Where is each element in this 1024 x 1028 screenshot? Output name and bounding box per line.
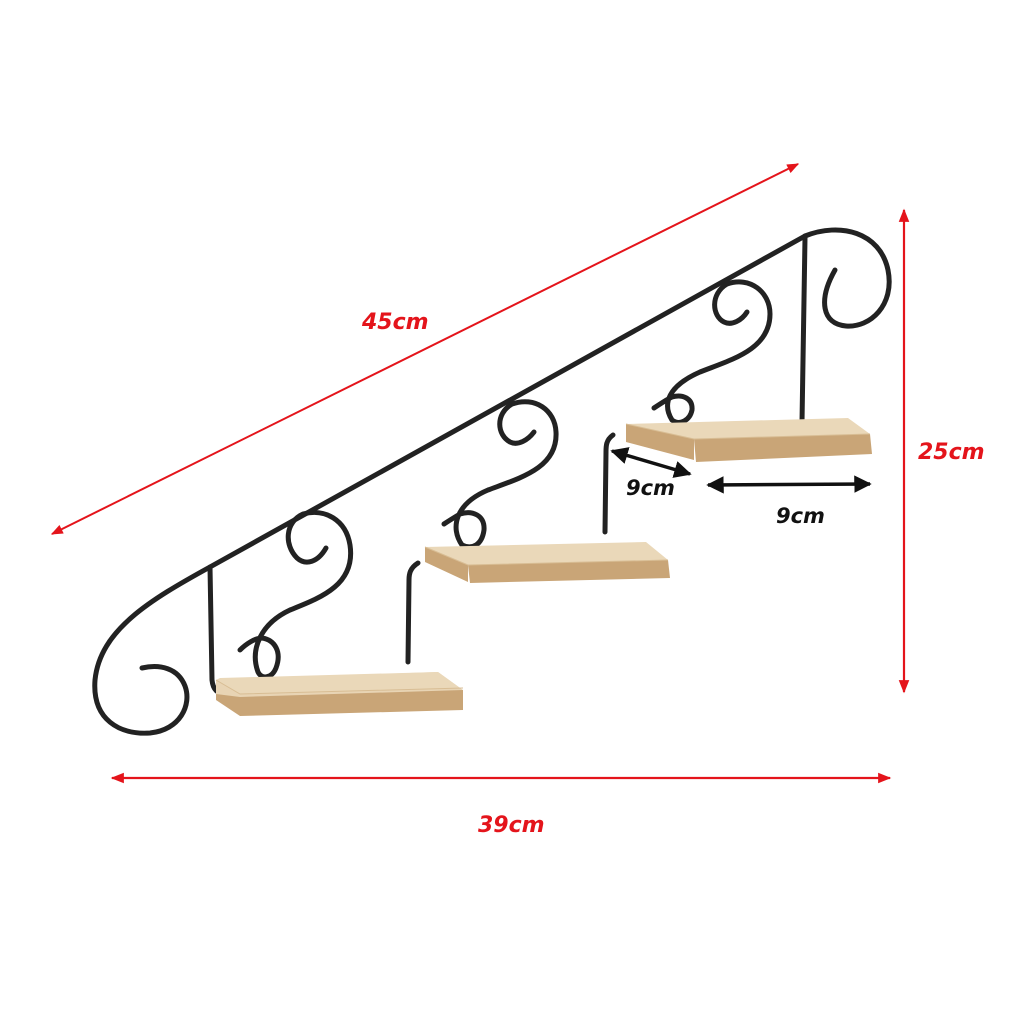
iron-railing [92,227,892,736]
middle-shelf [424,542,670,583]
diagonal-length-label: 45cm [362,310,429,335]
shelf-depth-arrow [610,447,692,478]
shelf-width-arrow [706,475,872,494]
diagonal-dimension-line [50,163,800,535]
bottom-shelf [215,672,464,716]
top-shelf [625,418,872,462]
shelf-depth-label: 9cm [626,476,675,500]
width-label: 39cm [478,813,545,838]
shelf-width-label: 9cm [776,504,825,528]
height-label: 25cm [918,440,985,465]
